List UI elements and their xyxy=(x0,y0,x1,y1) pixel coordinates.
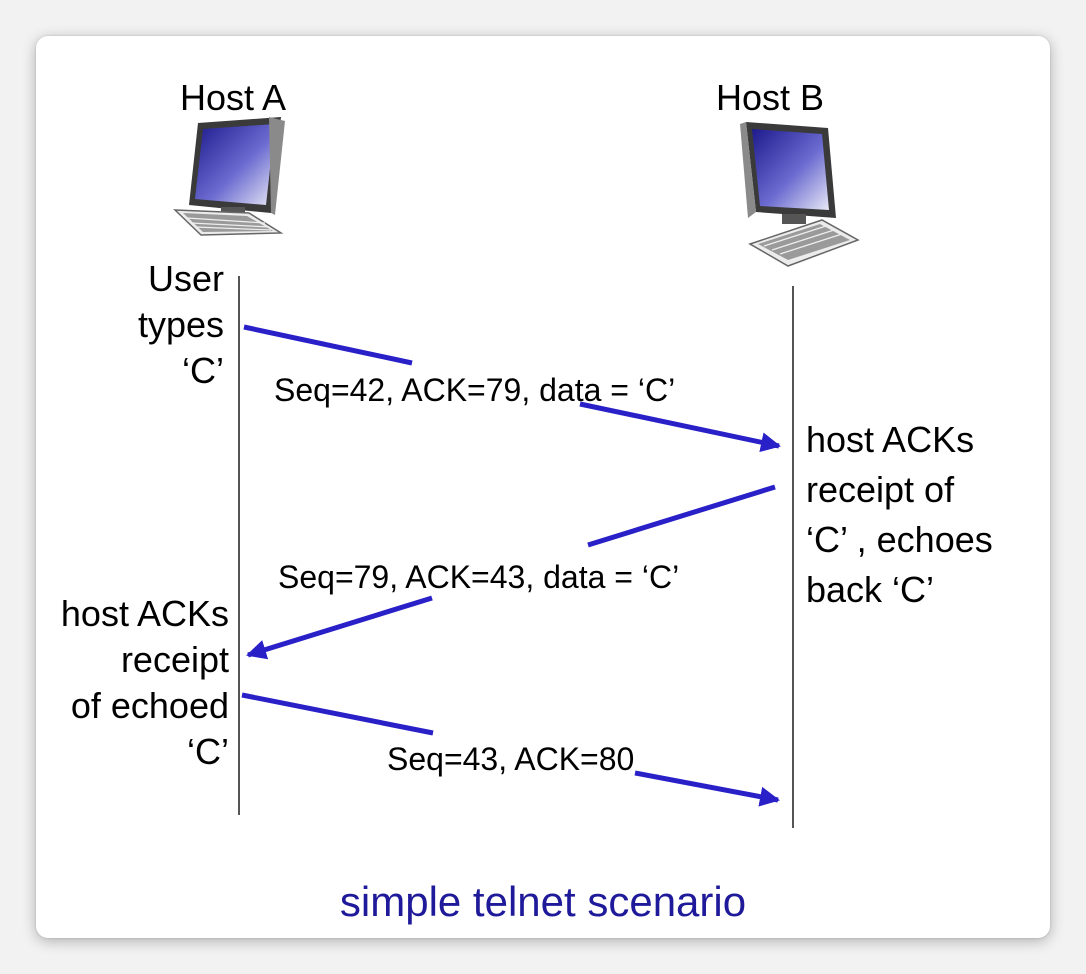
diagram-caption: simple telnet scenario xyxy=(339,878,747,925)
host-a-label: Host A xyxy=(180,77,287,118)
note-line: receipt of xyxy=(806,469,955,510)
note-line: back ‘C’ xyxy=(806,569,935,610)
note-line: host ACKs xyxy=(60,593,229,634)
note-line: ‘C’ , echoes xyxy=(806,519,993,560)
message-arrow-1 xyxy=(243,324,781,453)
host-b-ack-note: host ACKs receipt of ‘C’ , echoes back ‘… xyxy=(806,415,993,615)
user-types-note: User types ‘C’ xyxy=(138,256,224,394)
note-line: ‘C’ xyxy=(182,350,224,391)
note-line: User xyxy=(147,258,224,299)
message-arrow-3 xyxy=(241,692,780,807)
note-line: receipt xyxy=(120,639,229,680)
host-a-computer-icon xyxy=(173,117,285,236)
message-label-2: Seq=79, ACK=43, data = ‘C’ xyxy=(278,559,680,595)
host-b-label: Host B xyxy=(716,77,825,118)
message-arrow-2 xyxy=(246,484,776,660)
message-label-1: Seq=42, ACK=79, data = ‘C’ xyxy=(274,372,676,408)
note-line: of echoed xyxy=(70,685,229,726)
host-b-computer-icon xyxy=(740,122,860,267)
note-line: types xyxy=(137,304,224,345)
note-line: ‘C’ xyxy=(187,731,229,772)
message-label-3: Seq=43, ACK=80 xyxy=(387,741,635,777)
host-a-ack-note: host ACKs receipt of echoed ‘C’ xyxy=(61,591,229,775)
note-line: host ACKs xyxy=(806,419,975,460)
